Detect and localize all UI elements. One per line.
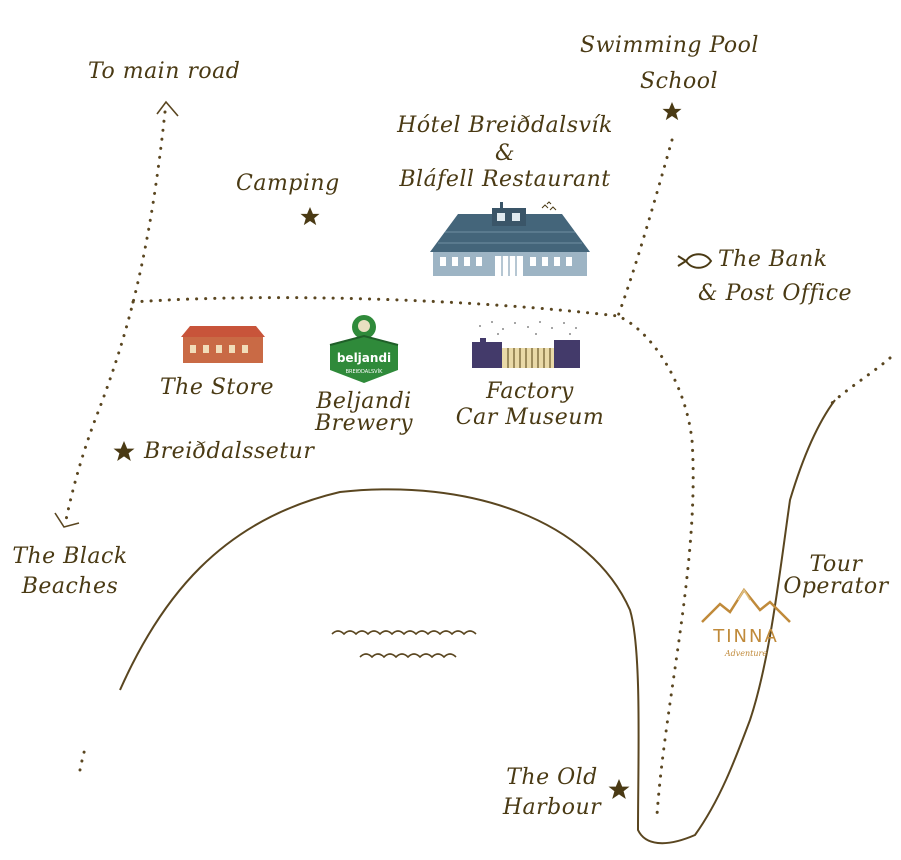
tinna-logo-text: TINNA: [712, 626, 779, 647]
arrow-up-icon: [156, 100, 179, 117]
label-swimming-pool: Swimming Pool: [580, 33, 759, 58]
label-black-beaches-line1: The Black: [12, 544, 128, 569]
label-black-beaches-line2: Beaches: [21, 574, 119, 599]
label-tour-line1: Tour: [809, 552, 863, 577]
label-school: School: [640, 69, 719, 94]
arrow-down-left-icon: [54, 512, 80, 528]
label-brewery-line2: Brewery: [315, 411, 413, 436]
label-to-main-road: To main road: [88, 59, 241, 84]
road-main: [63, 110, 167, 527]
road-corner: [78, 743, 88, 772]
star-icon: [608, 779, 630, 799]
label-hotel-amp: &: [494, 141, 516, 166]
label-camping: Camping: [236, 171, 340, 196]
label-old-harbour-line1: The Old: [506, 765, 598, 790]
road-cross: [131, 296, 695, 817]
star-icon: [300, 207, 320, 226]
tinna-logo: TINNA Adventure: [701, 587, 791, 658]
beljandi-logo: beljandi BREIÐDALSVÍK: [329, 315, 399, 383]
coastline: [119, 399, 836, 845]
store-building: [181, 326, 265, 363]
label-old-harbour-line2: Harbour: [502, 795, 602, 820]
label-hotel-line1: Hótel Breiðdalsvík: [397, 113, 613, 138]
hotel-building: [430, 201, 590, 276]
label-bank-line1: The Bank: [718, 247, 828, 272]
star-icon: [113, 441, 135, 461]
fish-icon: [677, 253, 713, 269]
museum-building: [472, 321, 580, 368]
tinna-logo-sub: Adventure: [724, 649, 767, 658]
road-east: [828, 356, 892, 407]
label-museum-line2: Car Museum: [455, 405, 605, 430]
label-museum-line1: Factory: [486, 379, 574, 404]
star-icon: [662, 102, 682, 121]
waves-icon: [331, 630, 477, 659]
label-hotel-line2: Bláfell Restaurant: [399, 167, 611, 192]
beljandi-logo-sub: BREIÐDALSVÍK: [346, 368, 383, 375]
label-brewery-line1: Beljandi: [316, 389, 412, 414]
label-the-store: The Store: [160, 375, 275, 400]
label-tour-line2: Operator: [783, 574, 889, 599]
beljandi-logo-text: beljandi: [337, 351, 391, 365]
label-bank-line2: & Post Office: [698, 281, 853, 306]
label-breiddalssetur: Breiðdalssetur: [144, 439, 315, 464]
